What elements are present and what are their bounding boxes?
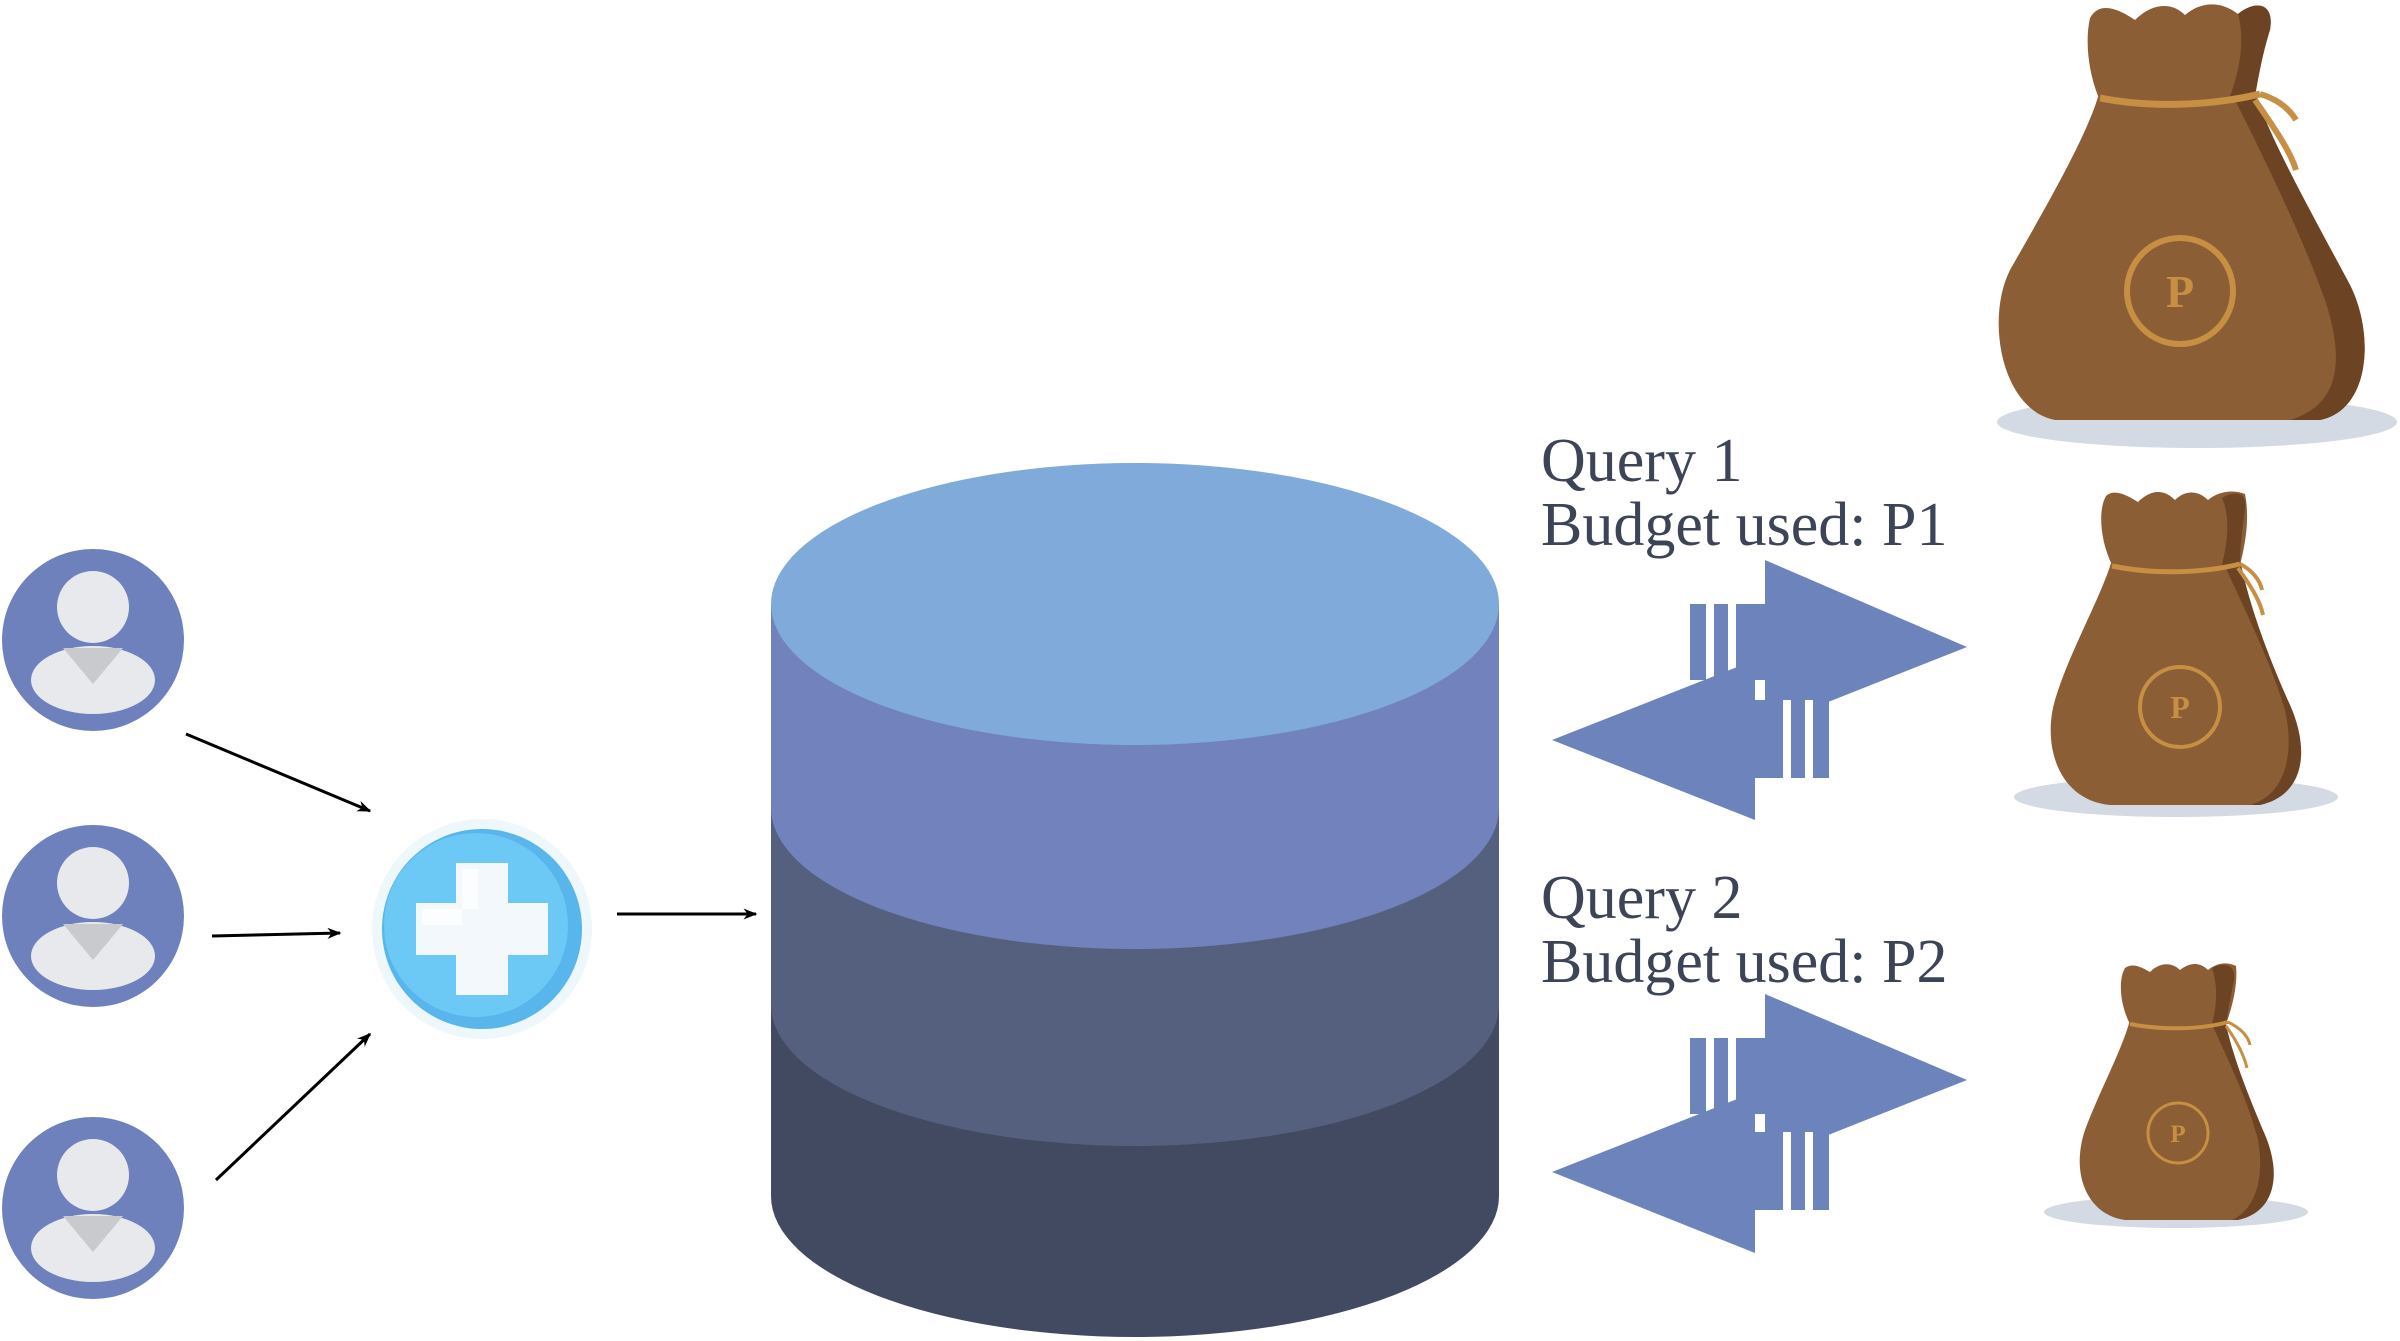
- query-1-budget: Budget used: P1: [1541, 491, 1947, 559]
- bag-2-coin-letter: P: [2170, 689, 2190, 725]
- aggregator-plus-icon: [372, 819, 592, 1039]
- money-bag-icon-small: P: [2044, 963, 2308, 1228]
- user-icon-2: [2, 825, 184, 1007]
- exchange-arrows-icon-1: [1552, 560, 1967, 820]
- database-icon: [771, 463, 1499, 1337]
- arrow-user3-to-aggregator: [214, 1032, 372, 1182]
- money-bag-icon-large: P: [1997, 4, 2397, 448]
- arrow-user2-to-aggregator: [211, 927, 342, 939]
- query-2-budget: Budget used: P2: [1541, 928, 1947, 996]
- query-2-title: Query 2: [1541, 864, 1742, 932]
- bag-1-coin-letter: P: [2166, 266, 2194, 317]
- arrow-user1-to-aggregator: [185, 732, 372, 813]
- user-icon-1: [2, 549, 184, 731]
- user-icon-3: [2, 1117, 184, 1299]
- exchange-arrows-icon-2: [1552, 994, 1967, 1253]
- query-1-title: Query 1: [1541, 427, 1742, 495]
- bag-3-coin-letter: P: [2170, 1121, 2185, 1148]
- money-bag-icon-medium: P: [2014, 491, 2338, 817]
